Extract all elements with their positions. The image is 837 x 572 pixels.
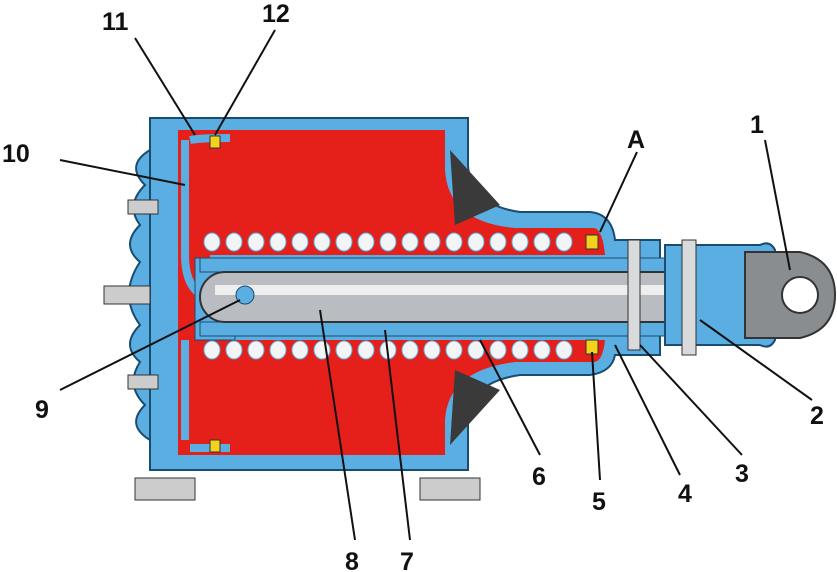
label-6: 6 [532,463,546,491]
spring-coil [511,340,529,360]
label-10: 10 [2,140,30,168]
seal-bottom [585,339,599,355]
spring-coil [555,232,573,252]
pressure-chamber [178,130,605,455]
spring-coil [291,340,309,360]
guide-tube [199,257,671,273]
spring-coil [357,340,375,360]
spring-coil [203,340,221,360]
spring-coil [489,340,507,360]
spring-coil [401,232,419,252]
spring-coil [401,340,419,360]
spring-coil [225,232,243,252]
bolt-top [127,199,159,215]
washer [627,239,641,351]
spring-coil [247,340,265,360]
support-ring-top [450,150,500,225]
rod-highlight [215,285,705,295]
pin [235,285,255,305]
leader-lines [59,29,813,541]
label-7: 7 [400,548,414,572]
label-3: 3 [735,460,749,488]
label-A: A [627,126,645,154]
lock-nut [681,239,697,356]
spring-coil [335,232,353,252]
spring-coil [291,232,309,252]
label-11: 11 [102,8,129,36]
seal-diaphragm-bottom [209,439,221,453]
label-2: 2 [810,402,824,430]
spring-coil [335,340,353,360]
spring-coil [467,340,485,360]
spring-coil [269,232,287,252]
label-1: 1 [750,111,764,139]
diaphragm [181,134,231,452]
foot-right [419,477,481,501]
push-rod [199,271,721,323]
seal-top [585,234,599,250]
label-8: 8 [345,548,359,572]
label-5: 5 [592,488,606,516]
spring-coil [357,232,375,252]
label-4: 4 [678,480,692,508]
spring-coil [379,232,397,252]
support-ring-bottom [450,370,500,445]
clevis-hole [781,276,819,314]
spring-coil [423,232,441,252]
spring-coil [269,340,287,360]
spring-coil [313,232,331,252]
guide-tube-lower [199,321,671,337]
spring-coil [423,340,441,360]
spring-coil [489,232,507,252]
spring-coil [445,340,463,360]
spring-coil [555,340,573,360]
spring-coil [467,232,485,252]
bolt-center [103,285,151,305]
spring-coil [533,340,551,360]
spring-coil [445,232,463,252]
spring-coil [225,340,243,360]
label-12: 12 [262,0,290,28]
foot-left [134,477,196,501]
bolt-bottom [127,374,159,390]
spring-coil [247,232,265,252]
spring-coil [203,232,221,252]
spring-coil [533,232,551,252]
spring-coil [511,232,529,252]
seal-diaphragm-top [209,135,221,149]
label-9: 9 [35,396,49,424]
